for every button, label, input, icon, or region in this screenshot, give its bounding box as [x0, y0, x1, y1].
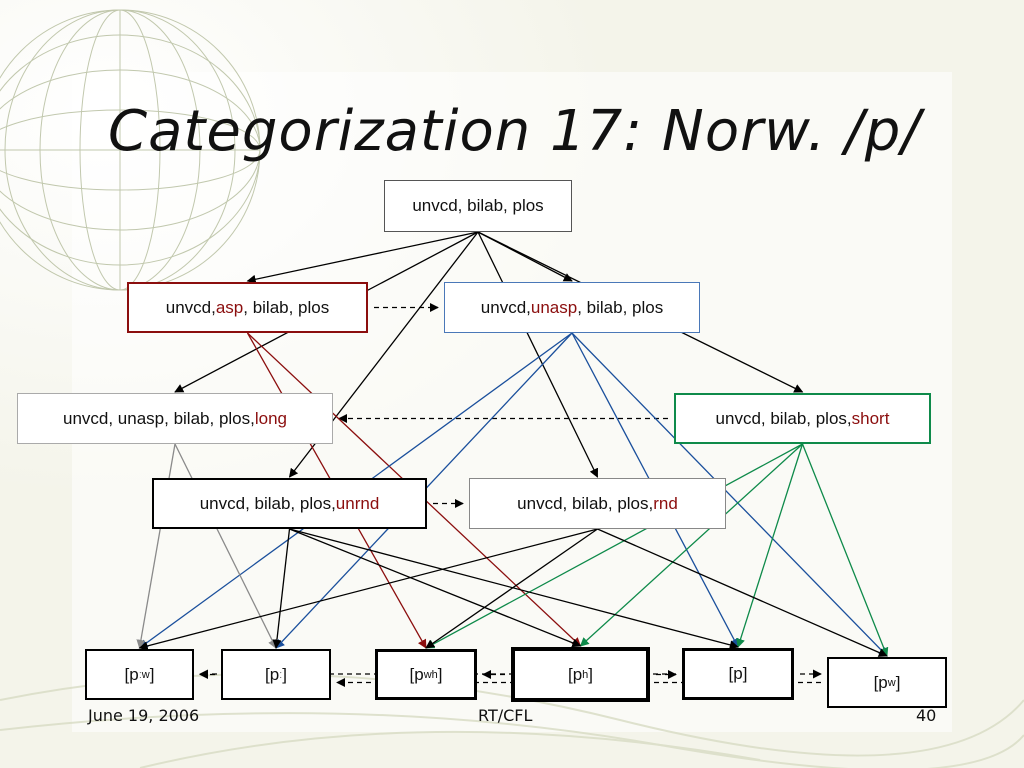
footer-center: RT/CFL	[478, 706, 533, 725]
footer-date: June 19, 2006	[88, 706, 200, 725]
node-unrnd: unvcd, bilab, plos, unrnd	[152, 478, 427, 529]
node-rnd: unvcd, bilab, plos, rnd	[469, 478, 726, 529]
node-unvcd-bilab-plos: unvcd, bilab, plos	[384, 180, 572, 232]
node-long: unvcd, unasp, bilab, plos, long	[17, 393, 333, 444]
node-short: unvcd, bilab, plos, short	[674, 393, 931, 444]
footer-page-number: 40	[916, 706, 937, 725]
node-asp: unvcd, asp, bilab, plos	[127, 282, 368, 333]
slide-title: Categorization 17: Norw. /p/	[108, 99, 922, 164]
phone-p: [p]	[682, 648, 794, 700]
globe-graphic	[0, 9, 261, 291]
node-unasp: unvcd, unasp, bilab, plos	[444, 282, 700, 333]
